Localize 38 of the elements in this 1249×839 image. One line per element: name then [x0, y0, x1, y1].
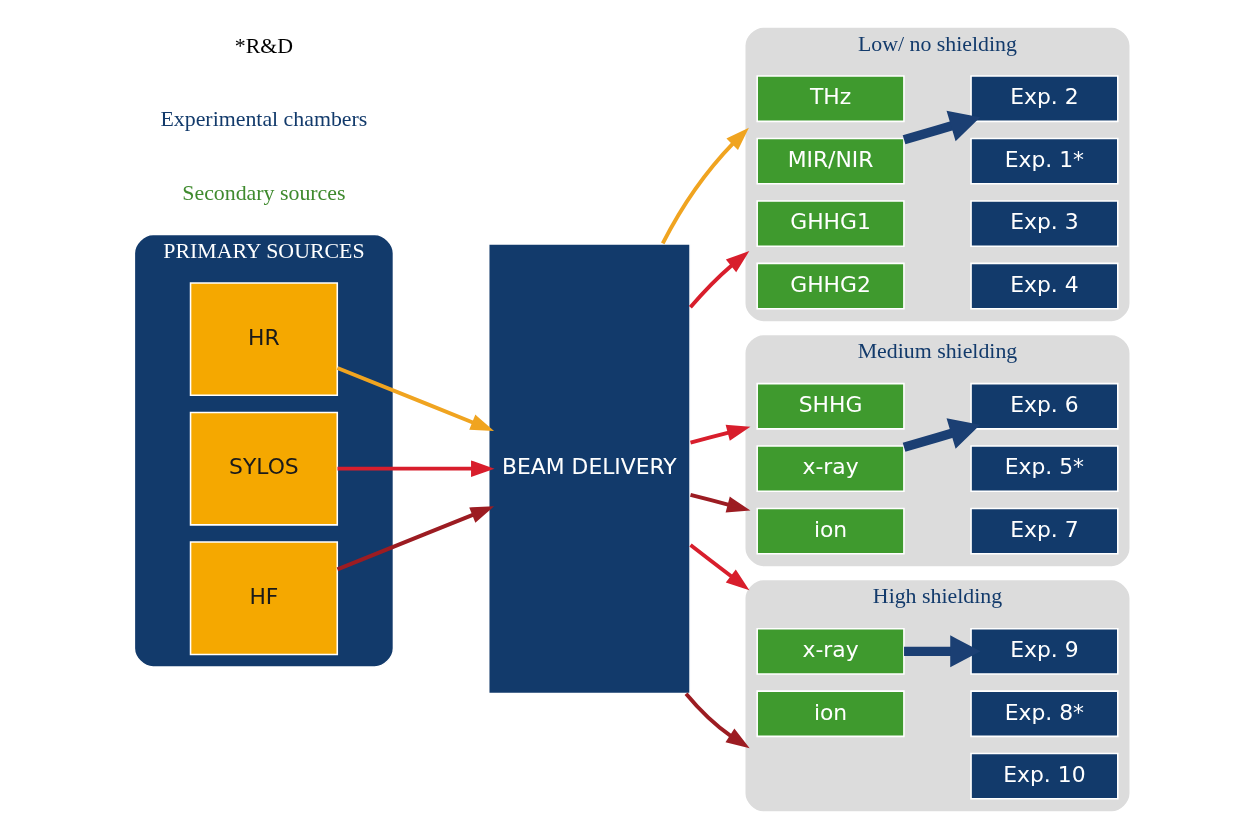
node-box: Exp. 2 — [970, 75, 1119, 123]
node-box: GHHG2 — [756, 262, 905, 310]
node-box: Exp. 4 — [970, 262, 1119, 310]
node-box: SYLOS — [189, 411, 339, 526]
arrow — [337, 460, 495, 477]
arrow — [336, 506, 495, 572]
node-box: Exp. 10 — [970, 752, 1119, 800]
arrow — [902, 418, 981, 452]
node-box: ion — [756, 690, 905, 738]
label: Experimental chambers — [160, 107, 368, 132]
arrow — [690, 492, 751, 513]
node-box: MIR/NIR — [756, 137, 905, 185]
arrow — [688, 251, 750, 309]
node-box: BEAM DELIVERY — [487, 243, 691, 695]
node-box: Exp. 9 — [970, 627, 1119, 675]
node-box: HF — [189, 541, 339, 656]
node-box: x-ray — [756, 627, 905, 675]
arrow — [684, 692, 750, 749]
arrow — [904, 635, 981, 668]
label: Secondary sources — [182, 180, 346, 205]
node-box: GHHG1 — [756, 200, 905, 247]
arrow — [690, 424, 751, 445]
node-box: Exp. 5* — [970, 445, 1119, 493]
arrow — [689, 543, 750, 591]
node-box: Exp. 1* — [970, 137, 1119, 185]
node-box: THz — [756, 75, 905, 123]
arrow — [661, 127, 749, 245]
node-box: ion — [756, 507, 905, 555]
node-box: Exp. 8* — [970, 690, 1119, 738]
node-box: HR — [189, 282, 339, 397]
label: *R&D — [234, 33, 294, 58]
node-box: Exp. 3 — [970, 200, 1119, 247]
arrow — [336, 366, 495, 431]
node-box: Exp. 7 — [970, 507, 1119, 555]
arrow — [902, 110, 981, 145]
node-box: Exp. 6 — [970, 382, 1119, 430]
node-box: x-ray — [756, 445, 905, 493]
node-box: SHHG — [756, 382, 905, 430]
